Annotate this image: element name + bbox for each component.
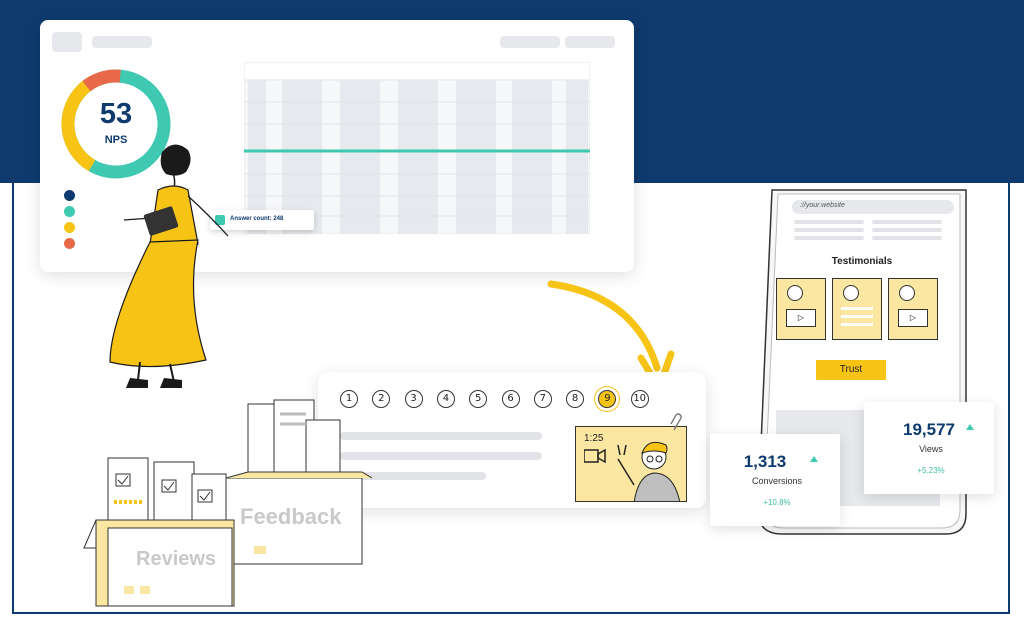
nps-donut-chart <box>61 69 171 179</box>
views-stat-card: 19,577 Views +5.23% <box>864 402 994 494</box>
video-duration: 1:25 <box>584 433 604 444</box>
content-frame <box>12 183 1010 614</box>
avatar <box>787 285 803 301</box>
text-line-placeholder <box>794 220 864 224</box>
question-line-placeholder <box>340 432 542 440</box>
reviews-box: Reviews <box>80 452 250 608</box>
toolbar-button-placeholder[interactable] <box>500 36 560 48</box>
title-placeholder <box>92 36 152 48</box>
rating-option-9[interactable]: 9 <box>598 390 617 408</box>
testimonial-card-video[interactable]: ▷ <box>888 278 938 340</box>
rating-option-4[interactable]: 4 <box>436 390 455 408</box>
tooltip-color-swatch <box>215 215 225 225</box>
views-change: +5.23% <box>917 466 945 475</box>
text-line-placeholder <box>841 323 873 326</box>
feedback-box-label: Feedback <box>240 504 342 529</box>
logo-placeholder <box>52 32 82 52</box>
conversions-change: +10.8% <box>763 498 791 507</box>
rating-option-5[interactable]: 5 <box>469 390 488 408</box>
toolbar-button-placeholder[interactable] <box>565 36 615 48</box>
rating-option-3[interactable]: 3 <box>404 390 423 408</box>
nps-score: 53 <box>99 98 133 130</box>
question-line-placeholder <box>340 472 486 480</box>
conversions-label: Conversions <box>751 476 803 486</box>
legend-dot-orange <box>64 238 75 249</box>
avatar <box>899 285 915 301</box>
question-line-placeholder <box>340 452 542 460</box>
rating-option-10[interactable]: 10 <box>630 390 649 408</box>
legend-dot-teal <box>64 206 75 217</box>
nps-dashboard-card: 53 NPS Answer count: 248 <box>40 20 634 272</box>
text-line-placeholder <box>872 236 942 240</box>
trend-up-icon <box>966 424 974 430</box>
views-value: 19,577 <box>903 420 955 439</box>
text-line-placeholder <box>841 315 873 318</box>
testimonials-title: Testimonials <box>831 256 893 267</box>
video-camera-icon <box>584 449 606 463</box>
box-tag <box>254 546 266 554</box>
play-icon[interactable]: ▷ <box>786 309 816 327</box>
rating-option-7[interactable]: 7 <box>533 390 552 408</box>
text-line-placeholder <box>794 236 864 240</box>
testimonial-card-text[interactable] <box>832 278 882 340</box>
avatar <box>843 285 859 301</box>
text-line-placeholder <box>794 228 864 232</box>
video-testimonial-thumbnail[interactable]: 1:25 <box>575 426 687 502</box>
conversions-stat-card: 1,313 Conversions +10.8% <box>710 434 840 526</box>
woman-illustration <box>109 144 229 388</box>
tooltip-text: Answer count: 248 <box>230 216 284 222</box>
nps-label: NPS <box>104 134 128 146</box>
url-text: ://your.website <box>800 202 845 209</box>
chart-tooltip: Answer count: 248 <box>210 210 314 230</box>
feedback-box-illustration <box>226 399 372 565</box>
rating-option-8[interactable]: 8 <box>566 390 585 408</box>
feedback-box: Feedback <box>226 398 372 566</box>
text-line-placeholder <box>872 228 942 232</box>
views-label: Views <box>919 444 943 454</box>
text-line-placeholder <box>872 220 942 224</box>
text-line-placeholder <box>841 307 873 310</box>
box-tag <box>124 586 134 594</box>
paperclip-icon <box>670 413 682 431</box>
box-tag <box>140 586 150 594</box>
legend-dot-navy <box>64 190 75 201</box>
trend-up-icon <box>810 456 818 462</box>
reviews-box-illustration <box>83 457 235 607</box>
testimonial-card-video[interactable]: ▷ <box>776 278 826 340</box>
url-bar[interactable]: ://your.website <box>792 200 954 214</box>
legend-dot-yellow <box>64 222 75 233</box>
conversions-value: 1,313 <box>743 452 787 471</box>
man-waving-illustration <box>617 441 681 501</box>
play-icon[interactable]: ▷ <box>898 309 928 327</box>
rating-option-6[interactable]: 6 <box>501 390 520 408</box>
rating-option-2[interactable]: 2 <box>372 390 391 408</box>
reviews-box-label: Reviews <box>136 548 217 570</box>
trust-button[interactable]: Trust <box>816 360 886 380</box>
bar-chart-placeholder <box>244 62 590 234</box>
rating-option-1[interactable]: 1 <box>340 390 358 408</box>
